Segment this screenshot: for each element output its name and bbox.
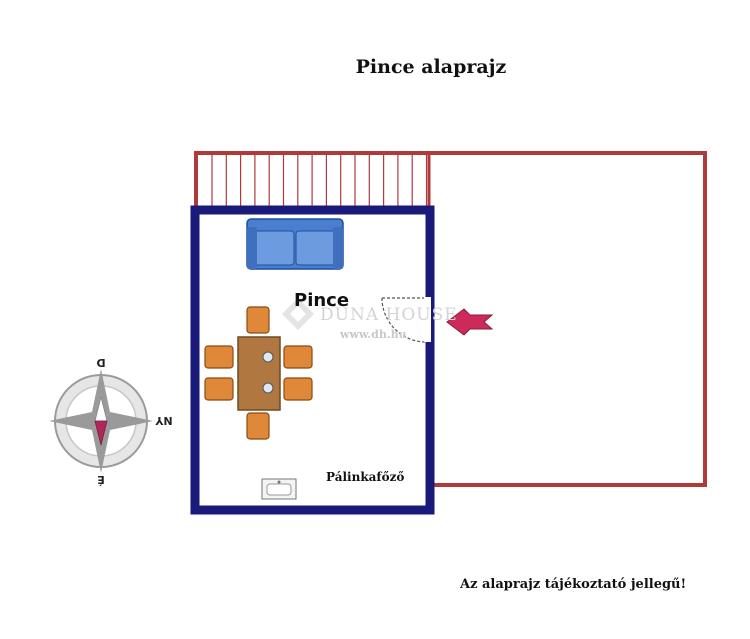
door-icon — [381, 297, 431, 343]
compass-label-east: NY — [154, 414, 172, 427]
watermark-logo-icon — [282, 298, 314, 330]
chair-icon — [283, 377, 313, 401]
compass-label-north: D — [96, 356, 105, 369]
chair-icon — [246, 306, 270, 334]
page-title: Pince alaprajz — [355, 56, 507, 78]
entrance-arrow-icon — [446, 308, 494, 336]
chair-icon — [246, 412, 270, 440]
cellar-walls — [190, 205, 435, 515]
chair-icon — [204, 377, 234, 401]
compass-label-south: É — [97, 473, 105, 486]
compass-icon — [49, 369, 153, 473]
chair-icon — [204, 345, 234, 369]
chair-icon — [283, 345, 313, 369]
dining-table-icon — [237, 336, 281, 411]
room-label-pince: Pince — [294, 290, 350, 311]
stair-hatching — [211, 153, 428, 206]
room-label-palinkafozo: Pálinkafőző — [326, 470, 405, 484]
sofa-icon — [246, 218, 344, 270]
sink-icon — [261, 478, 297, 500]
watermark-brand: DUNA HOUSE — [320, 305, 458, 325]
terrace-outline — [194, 151, 707, 487]
disclaimer-text: Az alaprajz tájékoztató jellegű! — [460, 577, 687, 592]
chairs — [204, 306, 313, 440]
watermark-url: www.dh.hu — [340, 328, 407, 341]
